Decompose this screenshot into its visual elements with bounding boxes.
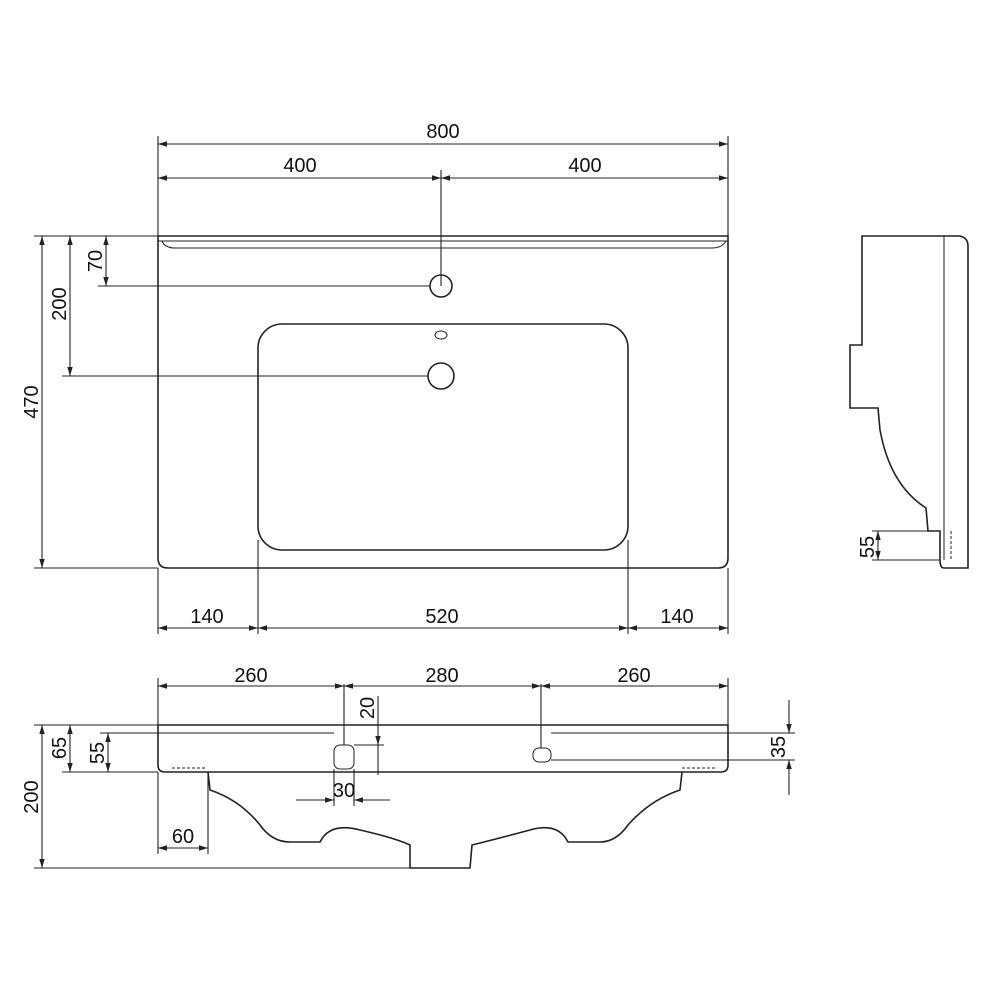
- dim-label-140-right: 140: [660, 606, 693, 628]
- dim-top-halves: 400 400: [158, 155, 728, 286]
- dim-label-200: 200: [49, 287, 71, 320]
- dim-front-20: 20: [354, 696, 384, 775]
- dim-front-30: 30: [296, 769, 390, 806]
- dim-label-520: 520: [425, 606, 458, 628]
- dim-label-800: 800: [426, 121, 459, 143]
- dim-front-top: 260 280 260: [157, 665, 729, 748]
- dim-label-70: 70: [85, 250, 107, 272]
- side-profile: [849, 235, 969, 569]
- dim-front-55: 55: [87, 732, 334, 772]
- side-view: 55: [849, 235, 969, 569]
- bowl-outline: [257, 323, 629, 551]
- basin-outline-top: [157, 235, 729, 569]
- dim-top-total: 800: [157, 121, 729, 236]
- dim-front-65: 65: [49, 724, 158, 773]
- dim-hole-to-back: 200: [49, 236, 428, 377]
- dim-front-35: 35: [551, 700, 795, 795]
- overflow-hole: [434, 330, 448, 340]
- dim-label-140-left: 140: [190, 606, 223, 628]
- dim-label-200-front: 200: [21, 780, 43, 813]
- dim-label-60: 60: [172, 826, 194, 848]
- dim-label-400-right: 400: [568, 155, 601, 177]
- dim-front-60: 60: [157, 772, 209, 854]
- dim-bottom-segments: 140 520 140: [157, 540, 729, 634]
- dim-label-55-side: 55: [857, 536, 879, 558]
- dim-label-260-left: 260: [234, 665, 267, 687]
- dim-depth: 470: [21, 235, 158, 569]
- front-pedestal-profile: [207, 771, 683, 869]
- dim-label-55-front: 55: [87, 742, 109, 764]
- dim-label-65: 65: [49, 737, 71, 759]
- front-rim: [157, 724, 729, 773]
- back-rim-edge: [158, 240, 728, 249]
- drain-hole: [427, 362, 455, 390]
- dim-label-470: 470: [21, 385, 43, 418]
- overflow-slot: [333, 744, 355, 770]
- dim-label-30: 30: [333, 780, 355, 802]
- tap-slot: [532, 747, 552, 763]
- dim-label-20: 20: [357, 697, 379, 719]
- dim-label-260-right: 260: [617, 665, 650, 687]
- dim-label-400-left: 400: [283, 155, 316, 177]
- dim-label-280: 280: [425, 665, 458, 687]
- dim-label-35: 35: [768, 736, 790, 758]
- dim-tap-to-back: 70: [85, 236, 430, 287]
- dim-front-200: 200: [21, 724, 410, 869]
- front-view: [157, 724, 729, 869]
